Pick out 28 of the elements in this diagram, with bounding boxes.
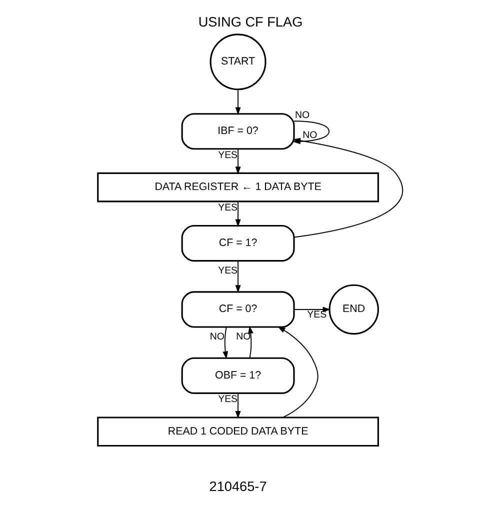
node-box: CF = 0? — [181, 291, 295, 328]
node-box: IBF = 0? — [181, 113, 295, 150]
arrow — [294, 306, 331, 312]
arrow — [235, 392, 241, 419]
edge-label: YES — [307, 309, 327, 320]
arrow — [278, 326, 318, 418]
edge-label: YES — [218, 202, 238, 214]
node-circle: START — [210, 34, 266, 90]
node-circle: END — [328, 284, 379, 335]
node-box: OBF = 1? — [181, 357, 295, 394]
node-box: CF = 1? — [181, 225, 295, 262]
label: 210465-7 — [209, 479, 267, 494]
edge-label: NO — [302, 130, 318, 141]
edge-label: NO — [294, 110, 310, 122]
edge-label: YES — [218, 265, 238, 276]
edge-label: YES — [218, 394, 238, 406]
edge-label: NO — [236, 332, 251, 343]
arrow — [235, 89, 241, 116]
diagram-title: USING CF FLAG — [198, 14, 303, 30]
node-box: DATA REGISTER ← 1 DATA BYTE — [97, 172, 379, 202]
edge-label: NO — [210, 332, 224, 343]
arrow — [248, 326, 254, 358]
arrow — [235, 260, 241, 293]
arrow — [235, 148, 241, 174]
arrow — [222, 326, 228, 360]
arrow — [235, 201, 241, 228]
edge-label: YES — [218, 150, 238, 161]
node-box: READ 1 CODED DATA BYTE — [97, 416, 379, 446]
